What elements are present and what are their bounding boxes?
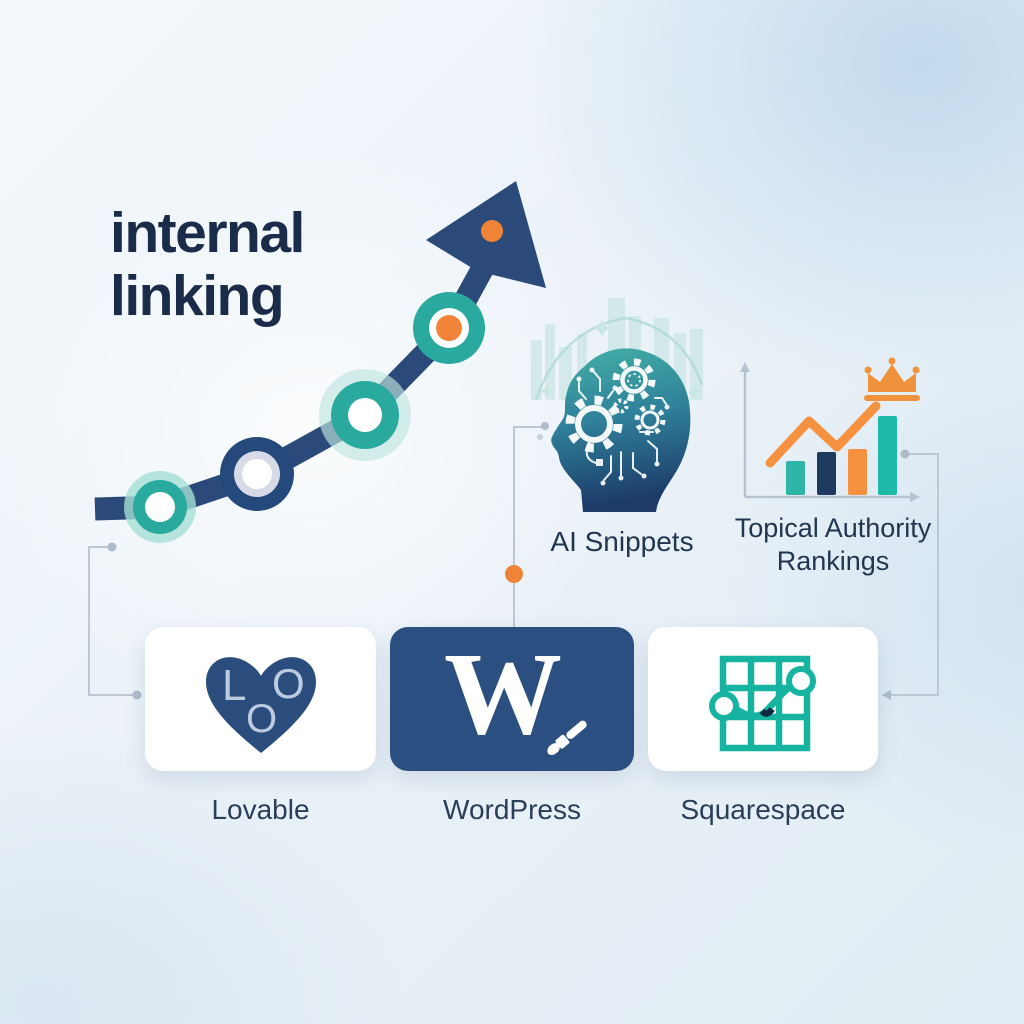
growth-node-1 [124, 471, 196, 543]
sparkle-icon [540, 319, 702, 399]
topical-authority-line-2: Rankings [776, 546, 890, 576]
ai-snippets-label: AI Snippets [550, 526, 694, 557]
y-axis-arrow [740, 362, 750, 372]
chart-bar [848, 449, 867, 495]
platform-card-wordpress: W [390, 627, 634, 771]
wordpress-w-icon: W [444, 628, 562, 759]
chart-bar [786, 461, 805, 495]
gear-icon [565, 358, 666, 453]
topical-authority-label: Topical Authority Rankings [718, 512, 948, 578]
page-title: internal linking [110, 202, 470, 328]
paintbrush-icon [547, 720, 587, 755]
connector-arrow [882, 690, 891, 700]
connector-dot [107, 542, 117, 552]
ai-head-gears-icon [551, 348, 691, 512]
title-line-1: internal [110, 201, 305, 265]
heart-icon: L O O [206, 657, 316, 753]
circuit-traces [576, 367, 670, 486]
heart-letter: O [246, 697, 277, 741]
crown-icon [864, 357, 920, 401]
platform-card-lovable: L O O [145, 627, 376, 771]
arrowhead-orange-dot [481, 220, 503, 242]
platform-card-squarespace [648, 627, 878, 771]
grid-path-icon [709, 655, 816, 752]
trend-line [765, 401, 881, 468]
connector-left [88, 542, 142, 700]
chart-bar [878, 416, 897, 495]
arc-decoration [534, 316, 704, 401]
connector-dot [537, 434, 543, 440]
bar-chart-crown-icon [740, 357, 920, 502]
growth-node-4 [413, 292, 485, 364]
growth-node-3 [319, 369, 411, 461]
chart-bar [817, 452, 836, 495]
connector-dot [132, 690, 142, 700]
chart-axes [743, 372, 910, 499]
connector-orange-dot [505, 565, 523, 583]
heart-letter: O [272, 660, 305, 707]
platform-label-wordpress: WordPress [443, 794, 581, 825]
growth-node-2 [220, 437, 294, 511]
connector-dot [900, 449, 910, 459]
connector-middle [505, 422, 549, 627]
topical-authority-line-1: Topical Authority [734, 513, 932, 543]
platform-label-lovable: Lovable [211, 794, 310, 825]
connector-right [882, 449, 939, 700]
title-line-2: linking [110, 264, 285, 328]
heart-letter: L [222, 661, 246, 710]
connector-dot [541, 422, 549, 430]
rising-arrow-with-nodes-icon [94, 181, 546, 543]
x-axis-arrow [910, 492, 920, 502]
platform-label-squarespace: Squarespace [680, 794, 846, 825]
